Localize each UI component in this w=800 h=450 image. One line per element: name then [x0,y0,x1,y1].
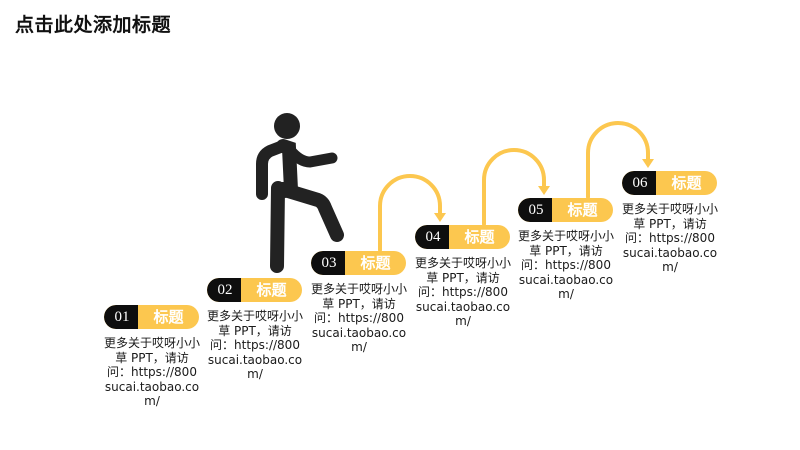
step-description[interactable]: 更多关于哎呀小小草 PPT，请访问：https://800sucai.taoba… [622,202,719,274]
step-4[interactable]: 04 标题 更多关于哎呀小小草 PPT，请访问：https://800sucai… [415,225,511,329]
step-title[interactable]: 标题 [256,281,287,299]
step-number: 04 [415,225,449,249]
step-title[interactable]: 标题 [567,201,598,219]
arrow-3-to-4 [378,174,442,252]
step-title[interactable]: 标题 [464,228,495,246]
step-1[interactable]: 01 标题 更多关于哎呀小小草 PPT，请访问：https://800sucai… [104,305,200,409]
step-title[interactable]: 标题 [671,174,702,192]
step-number: 06 [622,171,656,195]
step-number: 03 [311,251,345,275]
step-pill[interactable]: 04 标题 [415,225,510,249]
step-description[interactable]: 更多关于哎呀小小草 PPT，请访问：https://800sucai.taoba… [415,256,512,328]
step-description[interactable]: 更多关于哎呀小小草 PPT，请访问：https://800sucai.taoba… [518,229,615,301]
step-3[interactable]: 03 标题 更多关于哎呀小小草 PPT，请访问：https://800sucai… [311,251,407,355]
step-6[interactable]: 06 标题 更多关于哎呀小小草 PPT，请访问：https://800sucai… [622,171,718,275]
step-pill[interactable]: 06 标题 [622,171,717,195]
step-pill[interactable]: 01 标题 [104,305,199,329]
step-number: 01 [104,305,138,329]
step-title[interactable]: 标题 [153,308,184,326]
step-pill[interactable]: 05 标题 [518,198,613,222]
arrow-4-to-5 [482,148,546,226]
step-5[interactable]: 05 标题 更多关于哎呀小小草 PPT，请访问：https://800sucai… [518,198,614,302]
step-2[interactable]: 02 标题 更多关于哎呀小小草 PPT，请访问：https://800sucai… [207,278,303,382]
step-description[interactable]: 更多关于哎呀小小草 PPT，请访问：https://800sucai.taoba… [104,336,201,408]
step-title[interactable]: 标题 [360,254,391,272]
step-pill[interactable]: 02 标题 [207,278,302,302]
step-description[interactable]: 更多关于哎呀小小草 PPT，请访问：https://800sucai.taoba… [311,282,408,354]
step-pill[interactable]: 03 标题 [311,251,406,275]
page-title[interactable]: 点击此处添加标题 [15,14,172,36]
step-number: 05 [518,198,552,222]
step-number: 02 [207,278,241,302]
step-description[interactable]: 更多关于哎呀小小草 PPT，请访问：https://800sucai.taoba… [207,309,304,381]
arrow-5-to-6 [586,121,650,199]
